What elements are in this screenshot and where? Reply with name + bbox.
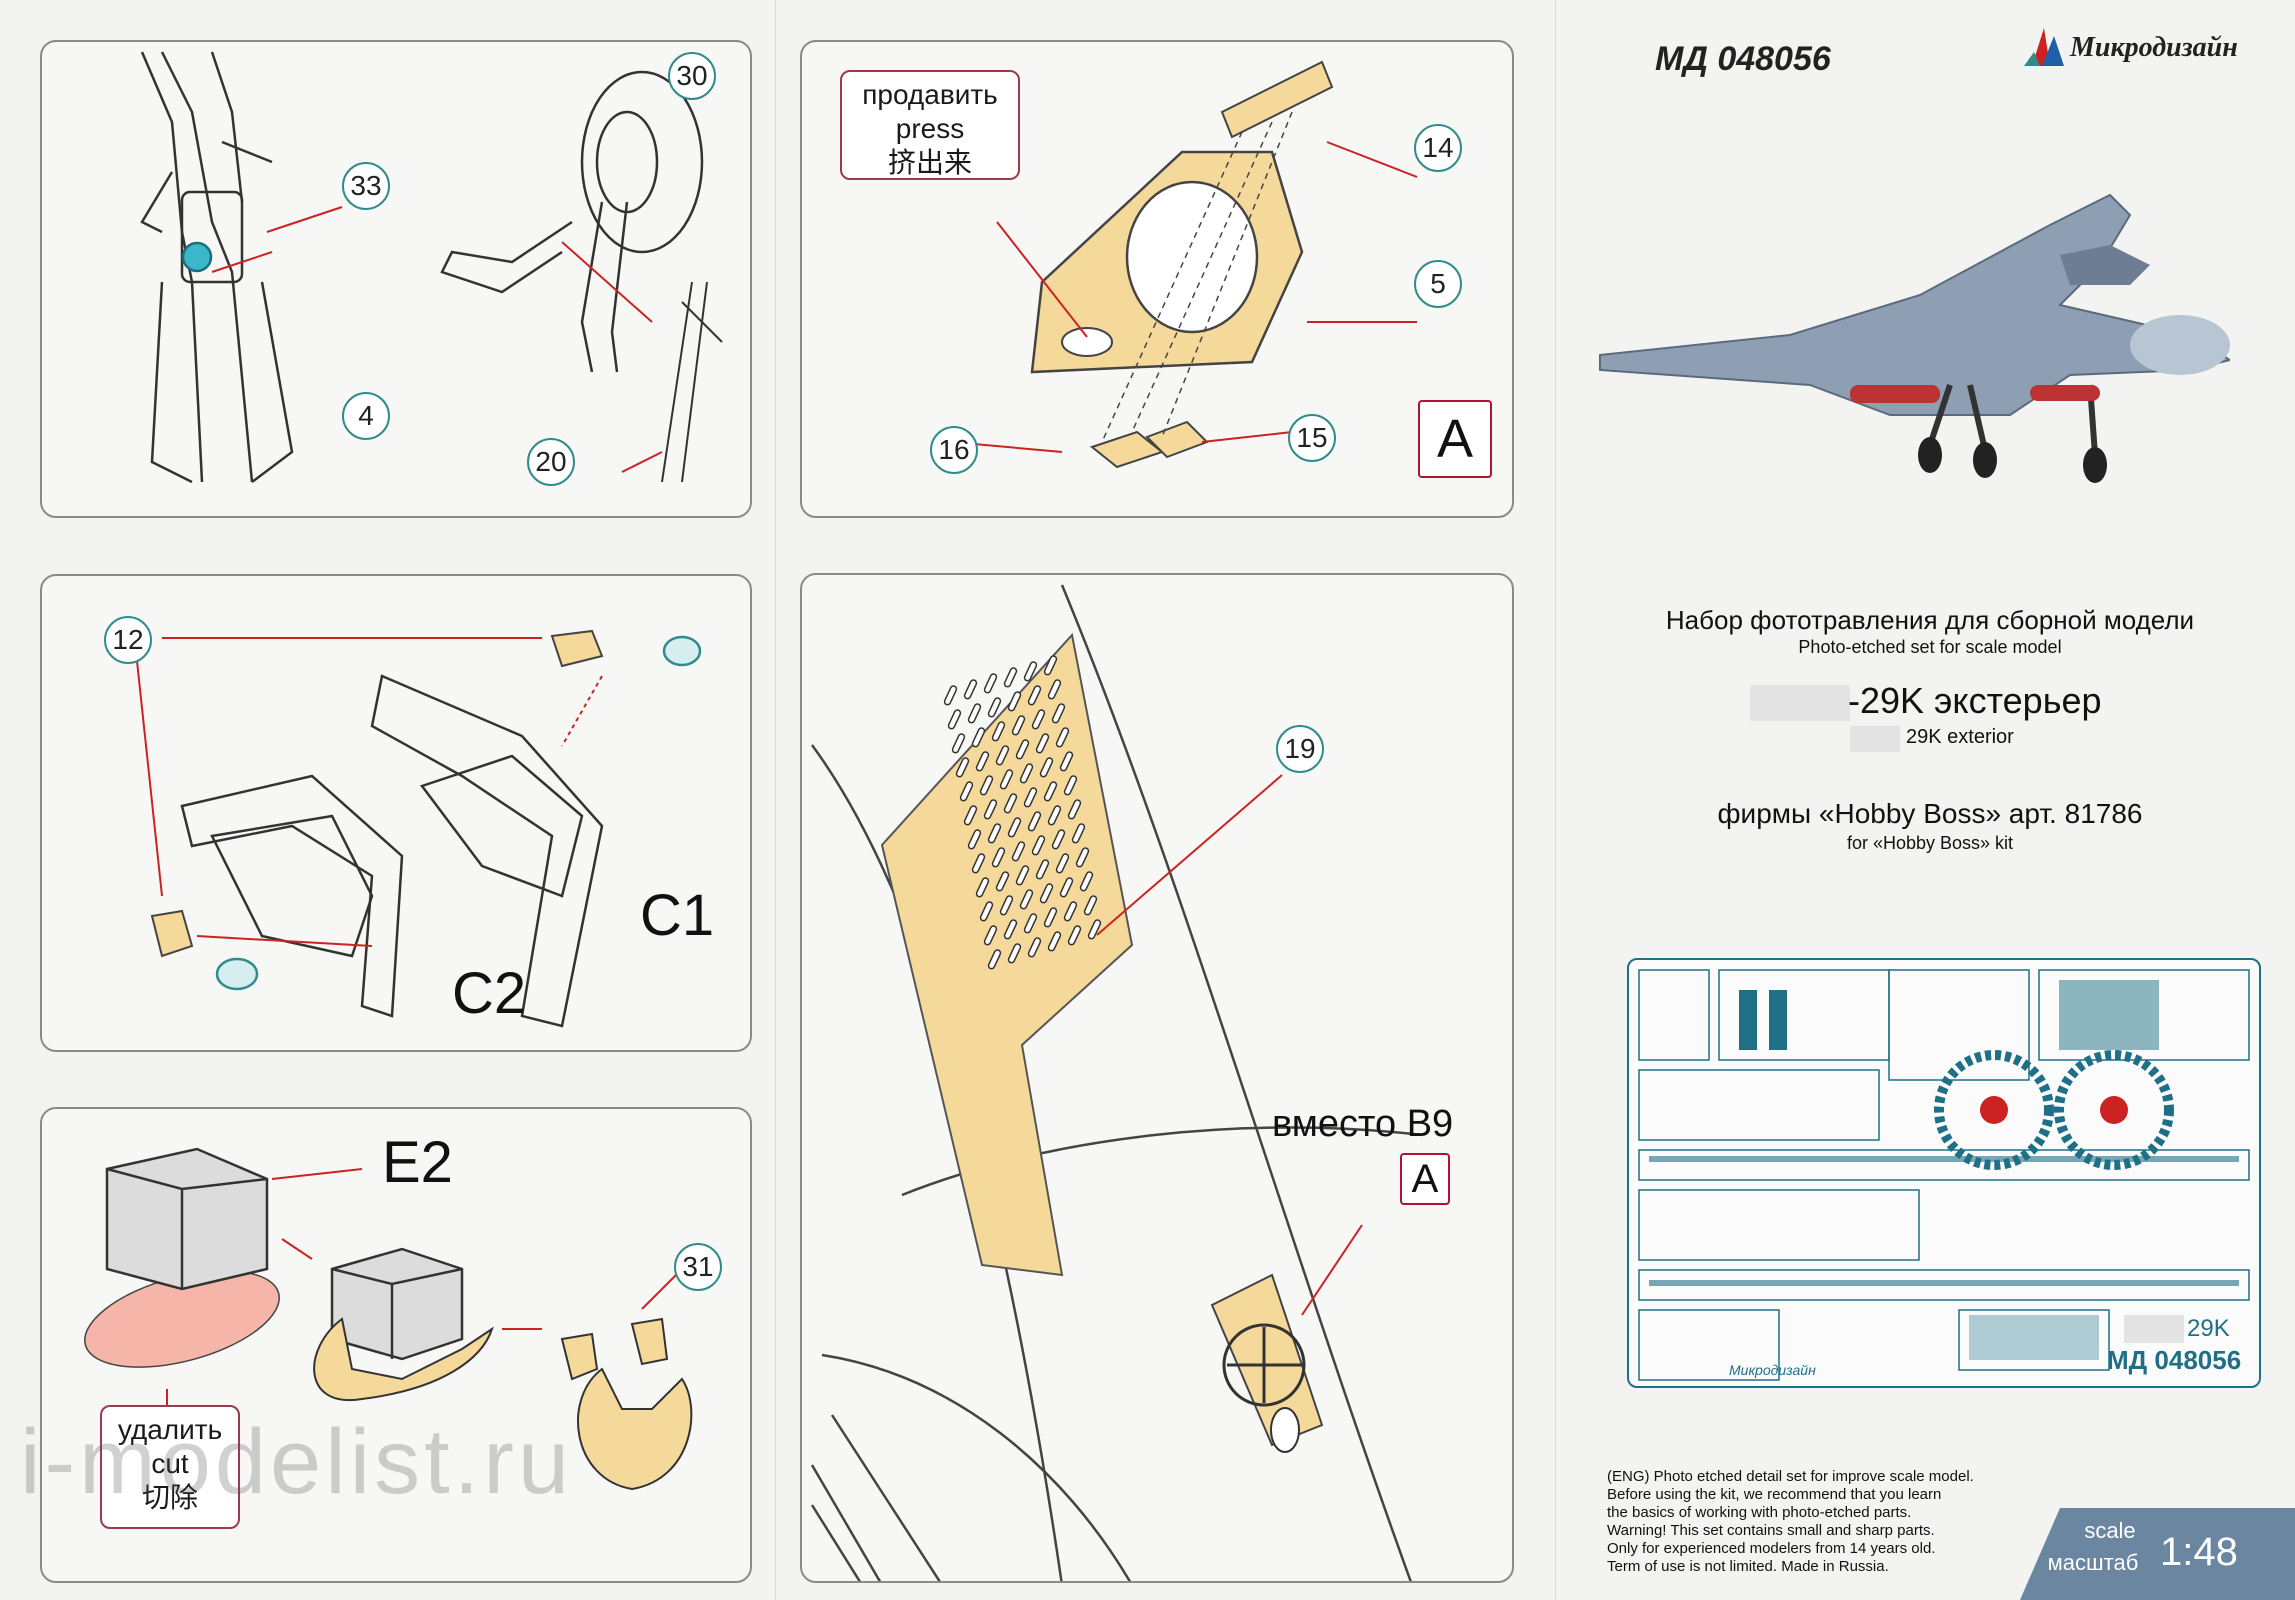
- callout-16: 16: [930, 426, 978, 474]
- model-name-blur: [1750, 685, 1850, 721]
- callout-33: 33: [342, 162, 390, 210]
- panel-parts-5-14: продавить press 挤出来 14 5 16 15 A: [800, 40, 1514, 518]
- press-note-ru: продавить: [862, 79, 998, 110]
- cut-note: удалить cut 切除: [100, 1405, 240, 1529]
- sensor-parts-illustration: [84, 1147, 693, 1491]
- step-box-a: A: [1418, 400, 1492, 478]
- press-note-cn: 挤出来: [887, 147, 972, 178]
- disclaimer-line-1: (ENG) Photo etched detail set for improv…: [1607, 1468, 1974, 1485]
- callout-30: 30: [668, 52, 716, 100]
- callout-20: 20: [527, 438, 575, 486]
- scale-badge-shape: [2020, 1508, 2295, 1600]
- scale-badge: scale масштаб 1:48: [2000, 1508, 2295, 1600]
- intake-parts-illustration: [136, 629, 702, 1028]
- panel-c1-c2: 12 C1 C2: [40, 574, 752, 1052]
- pe-fret-model: 29K: [2187, 1315, 2230, 1342]
- callout-12: 12: [104, 616, 152, 664]
- model-name-en-blur: [1850, 726, 1900, 752]
- panel-landing-gear: 30 33 4 20: [40, 40, 752, 518]
- callout-5: 5: [1414, 260, 1462, 308]
- disclaimer-line-6: Term of use is not limited. Made in Russ…: [1607, 1558, 1889, 1575]
- scale-label-en: scale: [2084, 1518, 2136, 1543]
- aircraft-photo: [1599, 193, 2230, 483]
- cut-note-en: cut: [151, 1448, 189, 1479]
- instead-b9-label: вместо B9: [1272, 1103, 1454, 1145]
- watermark: i-modelist.ru: [20, 1411, 574, 1513]
- disclaimer-line-4: Warning! This set contains small and sha…: [1607, 1522, 1935, 1539]
- fold-line-1: [775, 0, 776, 1600]
- title-en: Photo-etched set for scale model: [1798, 637, 2062, 657]
- disclaimer: (ENG) Photo etched detail set for improv…: [1607, 1468, 2027, 1576]
- scale-value: 1:48: [2160, 1530, 2238, 1574]
- vent-panel-illustration: [810, 584, 1423, 1581]
- pe-fret-blur: [2124, 1315, 2184, 1343]
- pe-fret-brand: Микродизайн: [1729, 1362, 1816, 1378]
- model-name-ru: -29K экстерьер: [1848, 680, 2102, 721]
- disclaimer-line-5: Only for experienced modelers from 14 ye…: [1607, 1540, 1936, 1557]
- pe-fret: 29K МД 048056 Микродизайн: [1627, 958, 2261, 1388]
- scale-label-ru: масштаб: [2047, 1550, 2139, 1575]
- article-number: МД 048056: [1655, 40, 1831, 78]
- model-name-en: 29K exterior: [1906, 726, 2014, 748]
- cut-note-cn: 切除: [141, 1482, 198, 1513]
- pe-fret-code: МД 048056: [2107, 1345, 2242, 1375]
- panel-part-illustration: [951, 60, 1418, 469]
- callout-14: 14: [1414, 124, 1462, 172]
- panel-e2-31: E2 31 удалить cut 切除: [40, 1107, 752, 1583]
- callout-31: 31: [674, 1243, 722, 1291]
- kit-en: for «Hobby Boss» kit: [1846, 833, 2014, 853]
- title-ru: Набор фототравления для сборной модели: [1665, 605, 2195, 635]
- label-e2: E2: [382, 1130, 453, 1195]
- callout-19: 19: [1276, 725, 1324, 773]
- panel-vent-19: 19 вместо B9 A: [800, 573, 1514, 1583]
- disclaimer-line-3: the basics of working with photo-etched …: [1607, 1504, 1912, 1521]
- fold-line-2: [1555, 0, 1556, 1600]
- kit-ru: фирмы «Hobby Boss» арт. 81786: [1717, 798, 2143, 829]
- press-note: продавить press 挤出来: [840, 70, 1020, 180]
- cut-note-ru: удалить: [117, 1414, 223, 1445]
- brand-logo-mark: [2024, 28, 2064, 66]
- brand-logo: Микродизайн: [2020, 22, 2260, 72]
- step-box-a-2: A: [1400, 1153, 1450, 1205]
- label-c2: C2: [452, 961, 527, 1026]
- landing-gear-illustration: [140, 51, 723, 484]
- callout-4: 4: [342, 392, 390, 440]
- disclaimer-line-2: Before using the kit, we recommend that …: [1607, 1486, 1942, 1503]
- pe-fret-parts: [1638, 969, 2250, 1381]
- callout-15: 15: [1288, 414, 1336, 462]
- brand-name: Микродизайн: [2070, 32, 2238, 63]
- press-note-en: press: [895, 113, 965, 144]
- label-c1: C1: [640, 883, 715, 948]
